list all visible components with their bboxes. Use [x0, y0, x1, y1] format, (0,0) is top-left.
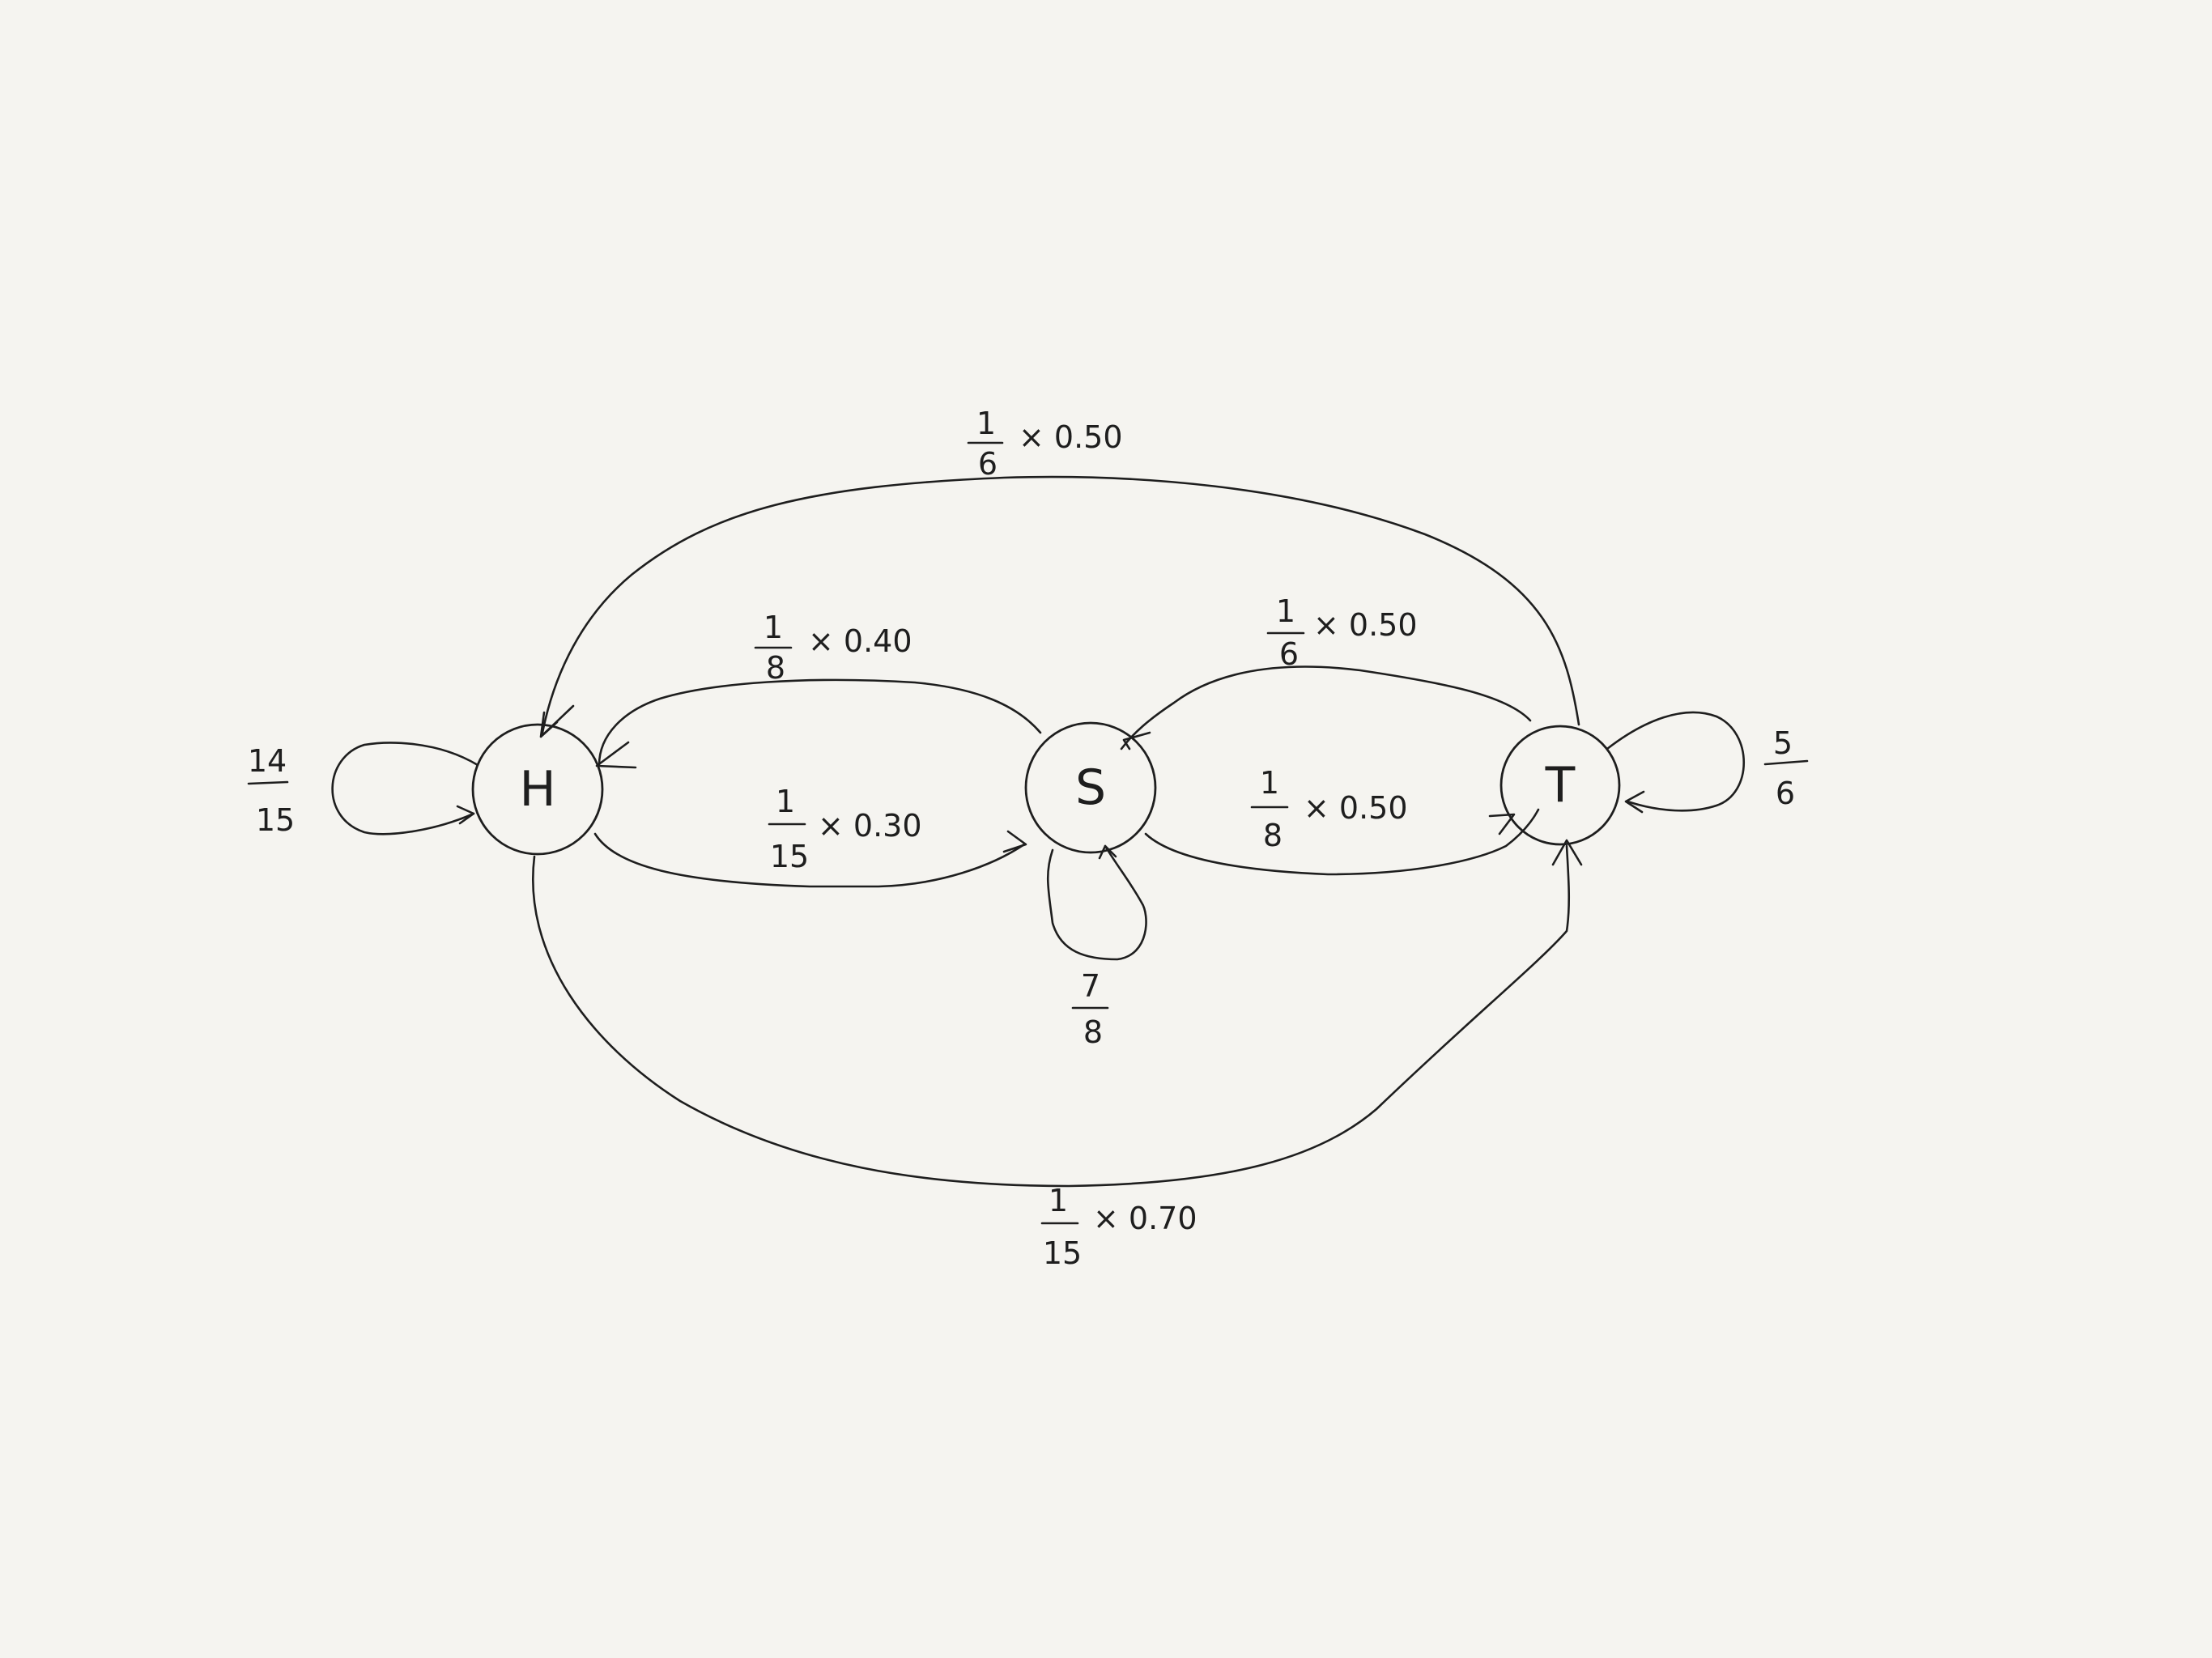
label-s-to-h-num: 1 — [764, 610, 783, 645]
label-t-to-h-factor: × 0.50 — [1019, 419, 1123, 455]
label-h-to-t-factor: × 0.70 — [1093, 1201, 1197, 1236]
edges — [532, 475, 1583, 1188]
arrowhead-h-to-t — [1551, 839, 1583, 866]
label-h-to-s-den: 15 — [770, 839, 809, 874]
label-h-to-s: 1 15 × 0.30 — [768, 784, 922, 874]
node-t-circle — [1499, 725, 1621, 846]
edge-t-to-s — [1120, 665, 1532, 750]
self-loop-labels: 14 15 7 8 5 6 — [247, 725, 1809, 1050]
arrowhead-s-to-t — [1488, 813, 1516, 835]
edge-labels: 1 6 × 0.50 1 8 × 0.40 1 6 × 0.50 1 15 × … — [754, 406, 1418, 1271]
label-self-loop-s: 7 8 — [1071, 968, 1109, 1050]
node-h-circle — [471, 723, 604, 856]
label-h-to-t-den: 15 — [1043, 1235, 1082, 1271]
self-loop-s — [1046, 844, 1147, 961]
node-s[interactable]: S — [1024, 721, 1157, 854]
label-self-loop-t-bar — [1763, 759, 1809, 766]
arrowhead-self-loop-s — [1098, 844, 1117, 860]
arrowhead-s-to-h — [595, 741, 637, 769]
label-s-to-t-factor: × 0.50 — [1304, 790, 1408, 826]
node-s-label: S — [1075, 759, 1106, 816]
edge-h-to-t — [532, 844, 1571, 1188]
label-t-to-h-den: 6 — [978, 446, 998, 482]
label-self-loop-h-num: 14 — [248, 743, 287, 779]
label-self-loop-s-num: 7 — [1081, 968, 1100, 1004]
label-s-to-h: 1 8 × 0.40 — [754, 610, 912, 686]
self-loop-t — [1606, 711, 1746, 812]
label-t-to-h: 1 6 × 0.50 — [967, 406, 1123, 482]
node-t-label: T — [1545, 757, 1576, 814]
label-h-to-t-num: 1 — [1049, 1183, 1068, 1218]
edge-h-to-s — [593, 832, 1026, 888]
label-self-loop-h-den: 15 — [256, 802, 295, 838]
label-h-to-s-num: 1 — [776, 784, 795, 819]
edge-s-to-h — [598, 678, 1042, 767]
arrowhead-self-loop-t — [1624, 790, 1645, 814]
node-t[interactable]: T — [1499, 725, 1621, 846]
label-t-to-s-num: 1 — [1276, 593, 1295, 629]
arrowhead-h-to-s — [1002, 830, 1027, 853]
edge-s-to-t — [1144, 808, 1540, 876]
label-t-to-s-den: 6 — [1279, 636, 1299, 672]
node-h-label: H — [519, 761, 555, 818]
label-s-to-t-num: 1 — [1260, 765, 1279, 801]
label-self-loop-s-den: 8 — [1083, 1014, 1103, 1050]
label-self-loop-t-den: 6 — [1776, 776, 1795, 811]
label-self-loop-h-bar — [247, 780, 289, 785]
node-s-circle — [1024, 721, 1157, 854]
label-h-to-t: 1 15 × 0.70 — [1040, 1183, 1197, 1271]
label-self-loop-h: 14 15 — [247, 743, 295, 838]
self-loops — [331, 711, 1746, 961]
label-t-to-s-factor: × 0.50 — [1313, 607, 1418, 643]
label-s-to-h-den: 8 — [766, 650, 785, 686]
label-self-loop-t: 5 6 — [1763, 725, 1809, 811]
label-s-to-t: 1 8 × 0.50 — [1250, 765, 1408, 853]
arrowhead-t-to-s — [1122, 731, 1151, 750]
label-h-to-s-factor: × 0.30 — [818, 808, 922, 844]
nodes: H S T — [471, 721, 1621, 856]
label-t-to-h-num: 1 — [976, 406, 996, 441]
edge-t-to-h — [541, 475, 1580, 734]
node-h[interactable]: H — [471, 723, 604, 856]
label-self-loop-t-num: 5 — [1773, 725, 1793, 761]
self-loop-h — [331, 742, 479, 835]
label-t-to-s: 1 6 × 0.50 — [1266, 593, 1418, 672]
label-s-to-t-den: 8 — [1263, 818, 1283, 853]
label-s-to-h-factor: × 0.40 — [808, 623, 912, 659]
arrowhead-self-loop-h — [456, 805, 475, 825]
